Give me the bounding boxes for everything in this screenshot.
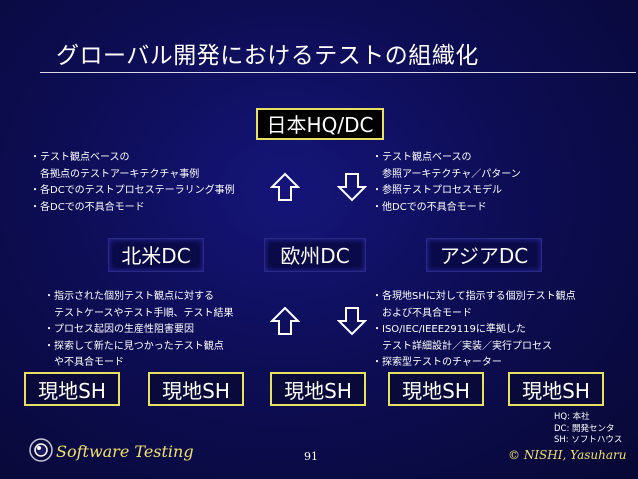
lens-logo-icon: [29, 438, 53, 462]
up-arrow-icon: [270, 172, 300, 201]
title-divider: [40, 72, 636, 73]
sh-box-3: 現地SH: [270, 372, 366, 406]
note-line: ・プロセス起因の生産性阻害要因: [44, 324, 194, 335]
note-line: テスト詳細設計／実装／実行プロセス: [372, 340, 552, 352]
legend-hq: HQ: 本社: [554, 412, 590, 422]
notes-dc-to-sh: ・各現地SHに対して指示する個別テスト観点 および不具合モード ・ISO/IEC…: [372, 289, 576, 372]
up-arrow-icon: [270, 306, 300, 335]
note-line: ・各現地SHに対して指示する個別テスト観点: [372, 291, 576, 302]
dc-box-north-america: 北米DC: [108, 238, 204, 272]
copyright: © NISHI, Yasuharu: [508, 448, 627, 462]
notes-sh-to-dc: ・指示された個別テスト観点に対する テストケースやテスト手順、テスト結果 ・プロ…: [44, 289, 234, 372]
note-line: ・他DCでの不具合モード: [372, 201, 487, 213]
legend-sh: SH: ソフトハウス: [554, 435, 623, 445]
note-line: ・ISO/IEC/IEEE29119に準拠した: [372, 324, 526, 335]
dc-box-europe: 欧州DC: [264, 238, 366, 272]
note-line: や不具合モード: [44, 357, 124, 368]
note-line: ・探索型テストのチャーター: [372, 357, 502, 368]
logo-text: Software Testing: [56, 442, 194, 461]
note-line: ・指示された個別テスト観点に対する: [44, 291, 214, 302]
dc-box-asia: アジアDC: [426, 238, 542, 272]
sh-box-5: 現地SH: [508, 372, 604, 406]
down-arrow-icon: [337, 173, 367, 202]
note-line: ・参照テストプロセスモデル: [372, 185, 502, 196]
note-line: ・各DCでの不具合モード: [30, 201, 145, 213]
legend: HQ: 本社 DC: 開発センタ SH: ソフトハウス: [554, 412, 622, 447]
sh-box-4: 現地SH: [388, 372, 484, 406]
note-line: ・テスト観点ベースの: [372, 152, 472, 163]
note-line: ・各DCでのテストプロセステーラリング事例: [30, 185, 235, 196]
notes-dc-to-hq: ・テスト観点ベースの 各拠点のテストアーキテクチャ事例 ・各DCでのテストプロセ…: [30, 150, 235, 216]
sh-box-2: 現地SH: [148, 372, 244, 406]
down-arrow-icon: [337, 307, 367, 336]
notes-hq-to-dc: ・テスト観点ベースの 参照アーキテクチャ／パターン ・参照テストプロセスモデル …: [372, 150, 521, 216]
hq-box: 日本HQ/DC: [256, 108, 384, 140]
note-line: 各拠点のテストアーキテクチャ事例: [30, 168, 200, 180]
note-line: ・探索して新たに見つかったテスト観点: [44, 340, 224, 352]
sh-box-1: 現地SH: [24, 372, 120, 406]
note-line: および不具合モード: [372, 307, 472, 319]
note-line: ・テスト観点ベースの: [30, 152, 130, 163]
legend-dc: DC: 開発センタ: [554, 423, 615, 434]
note-line: テストケースやテスト手順、テスト結果: [44, 307, 234, 319]
slide-title: グローバル開発におけるテストの組織化: [56, 43, 479, 69]
note-line: 参照アーキテクチャ／パターン: [372, 168, 521, 180]
page-number: 91: [304, 450, 318, 463]
